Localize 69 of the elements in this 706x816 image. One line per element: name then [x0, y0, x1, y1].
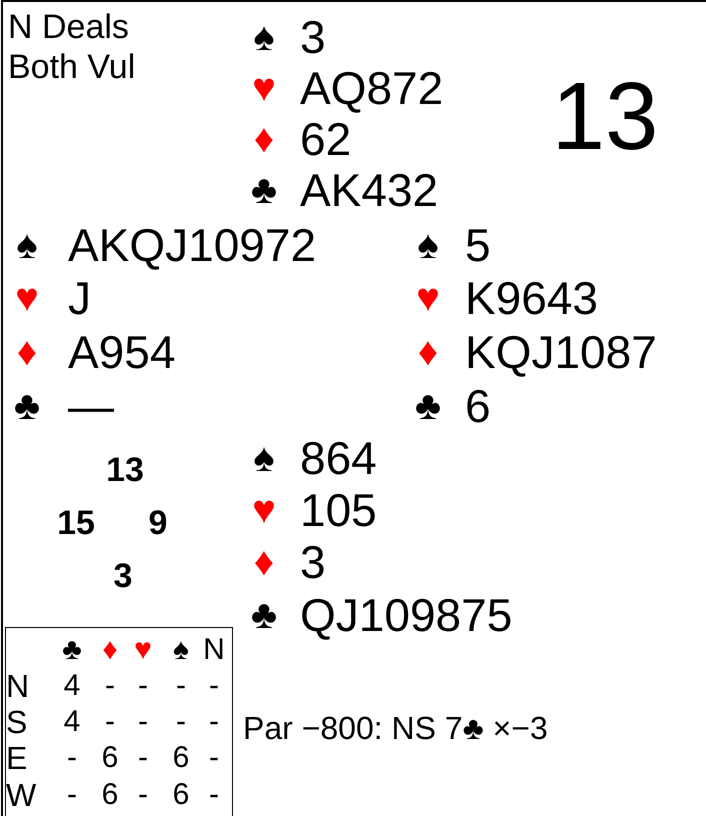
hcp-count: 9: [148, 506, 168, 540]
trick-count: -: [209, 780, 219, 810]
trick-count: -: [138, 780, 148, 810]
trick-count: -: [105, 671, 115, 701]
suit-symbol: ♥: [15, 278, 39, 318]
suit-symbol: ♦: [418, 332, 438, 372]
hcp-count: 15: [57, 506, 95, 540]
suit-symbol: ♣: [414, 386, 442, 426]
suit-symbol: ♣: [250, 170, 278, 210]
card-holding: KQJ1087: [465, 329, 657, 375]
card-holding: K9643: [465, 275, 598, 321]
suit-header: ♠: [173, 635, 189, 665]
suit-symbol: ♥: [252, 68, 276, 108]
deal-info: Both Vul: [8, 50, 136, 84]
trick-count: 4: [64, 707, 80, 737]
trick-count: 6: [172, 743, 190, 773]
card-holding: 864: [300, 435, 377, 481]
trick-count: 6: [102, 743, 118, 773]
suit-symbol: ♥: [252, 490, 276, 530]
trick-count: -: [138, 671, 148, 701]
card-holding: 6: [465, 383, 491, 429]
hcp-count: 13: [106, 453, 144, 487]
trick-count: -: [67, 743, 77, 773]
trick-count: -: [138, 707, 148, 737]
trick-count: -: [209, 743, 219, 773]
card-holding: 105: [300, 487, 377, 533]
suit-symbol: ♥: [416, 278, 440, 318]
trick-count: -: [176, 671, 186, 701]
card-holding: AK432: [300, 167, 438, 213]
denomination-header: N: [203, 635, 225, 665]
card-holding: 3: [300, 14, 326, 60]
trick-count: -: [209, 707, 219, 737]
suit-symbol: ♠: [253, 17, 275, 57]
suit-symbol: ♦: [16, 332, 38, 372]
suit-symbol: ♠: [253, 438, 275, 478]
trick-count: 6: [102, 780, 118, 810]
deal-info: N Deals: [8, 10, 129, 44]
direction-label: N: [6, 670, 30, 702]
board-number: 13: [552, 69, 658, 165]
card-holding: J: [68, 275, 91, 321]
trick-count: -: [105, 707, 115, 737]
card-holding: A954: [68, 329, 176, 375]
direction-label: W: [6, 779, 36, 811]
trick-count: -: [67, 780, 77, 810]
card-holding: 5: [465, 222, 491, 268]
suit-symbol: ♣: [250, 595, 278, 635]
card-holding: AQ872: [300, 65, 444, 111]
card-holding: —: [68, 383, 114, 429]
suit-header: ♥: [134, 635, 152, 665]
card-holding: AKQJ10972: [68, 222, 316, 268]
trick-count: 4: [64, 671, 80, 701]
direction-label: E: [6, 742, 28, 774]
hcp-count: 3: [114, 559, 132, 593]
card-holding: 3: [300, 539, 326, 585]
suit-symbol: ♦: [254, 119, 274, 159]
card-holding: QJ109875: [300, 592, 512, 638]
card-holding: 62: [300, 116, 352, 162]
trick-count: 6: [172, 780, 190, 810]
trick-count: -: [176, 707, 186, 737]
suit-symbol: ♦: [254, 542, 274, 582]
direction-label: S: [6, 706, 28, 738]
suit-symbol: ♣: [14, 386, 40, 426]
suit-header: ♦: [102, 635, 118, 665]
par-result: Par −800: NS 7♣ ×−3: [243, 712, 548, 744]
trick-count: -: [209, 671, 219, 701]
trick-count: -: [138, 743, 148, 773]
suit-symbol: ♠: [16, 225, 38, 265]
suit-header: ♣: [62, 635, 82, 665]
suit-symbol: ♠: [417, 225, 439, 265]
